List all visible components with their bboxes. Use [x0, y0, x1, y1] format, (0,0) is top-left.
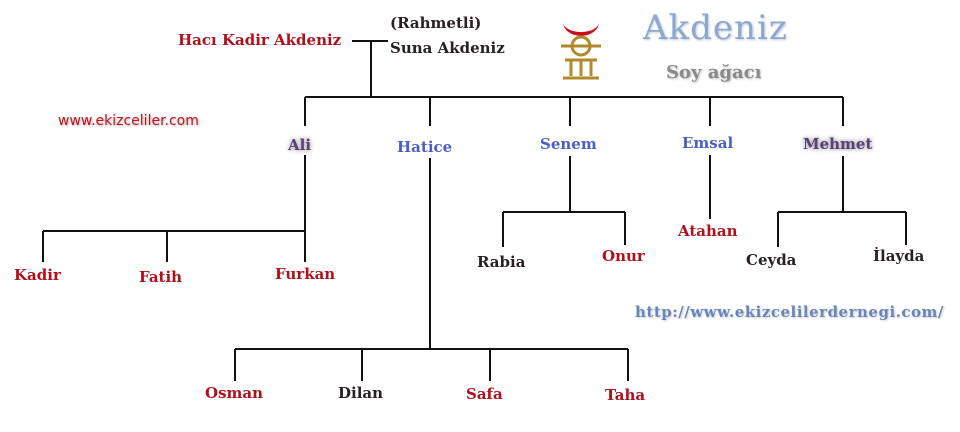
- grandchild-osman: Osman: [205, 384, 264, 402]
- root-husband-name: Hacı Kadir Akdeniz: [178, 31, 342, 49]
- grandchild-onur: Onur: [602, 247, 645, 265]
- website-link-right[interactable]: http://www.ekizcelilerdernegi.com/: [635, 303, 944, 321]
- grandchild-dilan: Dilan: [338, 384, 384, 402]
- grandchild-ceyda: Ceyda: [746, 251, 797, 269]
- crescent-tamga-icon: [561, 22, 601, 80]
- grandchild-furkan: Furkan: [275, 265, 336, 283]
- brand-subtitle: Soy ağacı: [666, 62, 762, 83]
- website-link-left[interactable]: www.ekizceliler.com: [58, 113, 199, 129]
- root-note: (Rahmetli): [390, 14, 482, 32]
- grandchild-rabia: Rabia: [477, 253, 526, 271]
- brand-title: Akdeniz: [643, 8, 788, 48]
- grandchild-kadir: Kadir: [14, 266, 61, 284]
- child-hatice: Hatice: [397, 138, 453, 156]
- grandchild-ilayda: İlayda: [873, 247, 925, 265]
- grandchild-fatih: Fatih: [139, 268, 183, 286]
- grandchild-taha: Taha: [605, 386, 646, 404]
- root-wife-name: Suna Akdeniz: [390, 39, 505, 57]
- child-senem: Senem: [540, 135, 597, 153]
- grandchild-atahan: Atahan: [678, 222, 738, 240]
- child-ali: Ali: [288, 136, 312, 154]
- child-emsal: Emsal: [682, 134, 734, 152]
- grandchild-safa: Safa: [466, 385, 503, 403]
- child-mehmet: Mehmet: [803, 135, 873, 153]
